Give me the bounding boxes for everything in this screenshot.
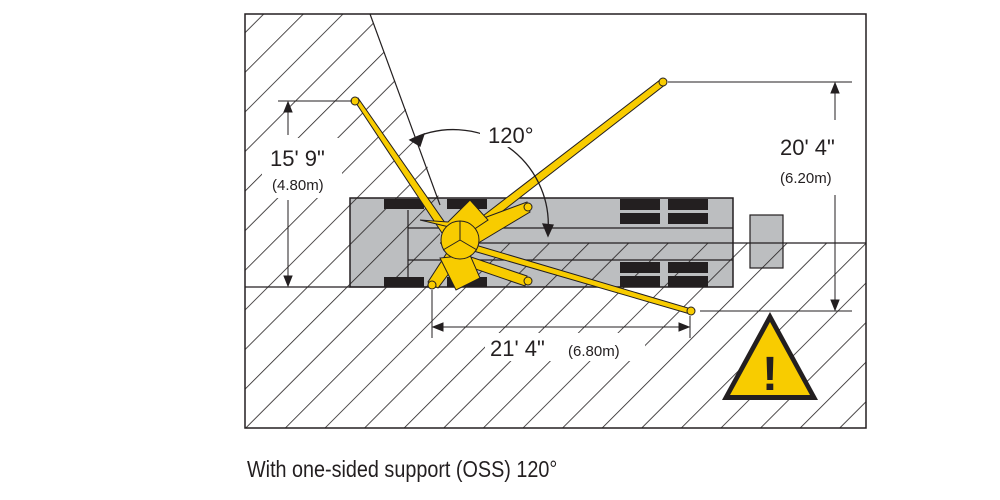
svg-text:!: ! — [762, 348, 778, 401]
hatched-area — [245, 14, 866, 428]
frame — [244, 13, 867, 429]
dimension-lines — [278, 81, 852, 338]
left-dimension-metric: (4.80m) — [272, 177, 324, 194]
warning-triangle-icon: ! — [722, 312, 818, 401]
right-dimension-metric: (6.20m) — [780, 170, 832, 187]
caption: With one-sided support (OSS) 120° — [247, 456, 558, 482]
bottom-dimension-metric: (6.80m) — [568, 343, 620, 360]
bottom-dimension-imperial: 21' 4" — [490, 336, 545, 361]
left-dimension-imperial: 15' 9" — [270, 146, 325, 171]
right-dimension-imperial: 20' 4" — [780, 135, 835, 160]
outriggers — [350, 77, 696, 316]
angle-label: 120° — [488, 123, 534, 148]
